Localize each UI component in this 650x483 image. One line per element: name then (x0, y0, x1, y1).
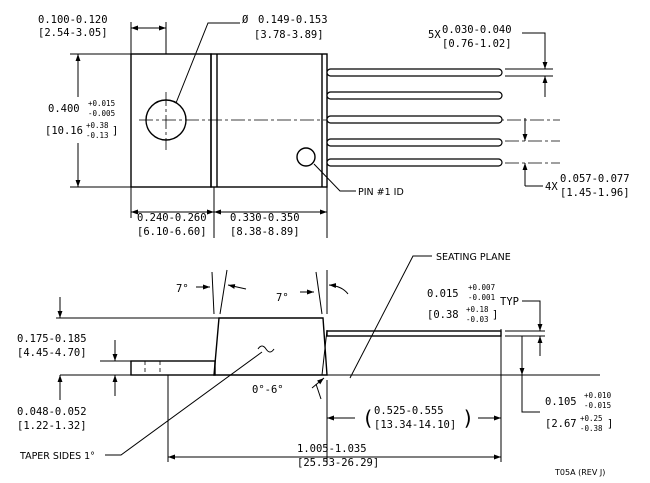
dim-height-inch: 0.400 (48, 103, 80, 115)
angle-ref-line (315, 271, 323, 315)
lead-2 (326, 91, 503, 100)
dim-height-tol-minus: -0.005 (88, 109, 115, 118)
leads-top (326, 68, 503, 167)
lead-3 (326, 115, 503, 124)
dim-lead-length-mm: [13.34-14.10] (374, 419, 456, 431)
dim-lead-length-inch: 0.525-0.555 (374, 405, 444, 417)
pin1-leader (313, 163, 356, 192)
side-body-edge (321, 329, 328, 376)
dim-lead-thk-mm-plus: +0.18 (466, 305, 489, 314)
dim-standoff-leader (521, 336, 540, 413)
hole-dia-mm: [3.78-3.89] (254, 29, 324, 41)
dim-tab-length-mm: [6.10-6.60] (137, 226, 207, 238)
taper-mark (257, 345, 275, 353)
lead-5 (326, 158, 503, 167)
angle-bottom-ref (315, 383, 322, 400)
dim-tab-thk-mm: [1.22-1.32] (17, 420, 87, 432)
dim-lead-thk-mm-close: ] (492, 309, 498, 321)
dim-height-mm-close: ] (112, 125, 118, 137)
dim-lead-pitch-qty: 4X (545, 181, 558, 193)
revision-label: T05A (REV J) (554, 468, 605, 477)
dim-height-mm: [10.16 (45, 125, 83, 137)
dim-lead-thk-inch: 0.015 (427, 288, 459, 300)
dim-standoff-mm-close: ] (607, 418, 613, 430)
dim-lead-thk-mm: [0.38 (427, 309, 459, 321)
dim-standoff-tol-minus: -0.015 (584, 401, 611, 410)
dim-height-mm-plus: +0.38 (86, 121, 109, 130)
hole-dia-leader (175, 22, 240, 104)
dim-overall-inch: 1.005-1.035 (297, 443, 367, 455)
seating-plane-leader (349, 255, 432, 379)
dim-tab-width-mm: [2.54-3.05] (38, 27, 108, 39)
hole-dia-inch: 0.149-0.153 (258, 14, 328, 26)
taper-leader (105, 351, 263, 456)
dim-standoff-inch: 0.105 (545, 396, 577, 408)
angle-bottom-label: 0°-6° (252, 384, 284, 396)
hole-dia-symbol: Ø (242, 14, 249, 26)
angle-bottom-arrow (311, 377, 325, 389)
lead-1 (326, 68, 503, 77)
dim-height-tol-plus: +0.015 (88, 99, 115, 108)
angle-right-arrow-b (328, 283, 349, 295)
dim-lead-length-close: ) (462, 406, 474, 430)
dim-lead-width-qty: 5X (428, 29, 441, 41)
dim-standoff-tol-plus: +0.010 (584, 391, 612, 400)
pin1-label: PIN #1 ID (358, 187, 404, 198)
dim-standoff-mm: [2.67 (545, 418, 577, 430)
package-body-outline (210, 53, 328, 188)
dim-body-length-inch: 0.330-0.350 (230, 212, 300, 224)
angle-ref-line (211, 271, 215, 315)
dim-lead-pitch-inch: 0.057-0.077 (560, 173, 630, 185)
side-lead (326, 330, 502, 337)
dim-tab-width-inch: 0.100-0.120 (38, 14, 108, 26)
dim-lead-thk-upper (522, 300, 543, 331)
side-body-outline (213, 317, 328, 376)
pin1-id-dimple (296, 147, 316, 167)
angle-right-label: 7° (276, 292, 289, 304)
dim-lead-thk-note: TYP (500, 296, 519, 308)
dim-lead-thk-tol-minus: -0.001 (468, 293, 495, 302)
angle-left-arrow-b (227, 284, 247, 290)
top-view: 0.100-0.120 [2.54-3.05] Ø 0.149-0.153 [3… (38, 14, 630, 238)
dim-standoff-mm-plus: +0.25 (580, 414, 603, 423)
dim-tab-length-inch: 0.240-0.260 (137, 212, 207, 224)
angle-left-label: 7° (176, 283, 189, 295)
dim-standoff-mm-minus: -0.38 (580, 424, 603, 433)
mounting-tab-outline (130, 53, 212, 188)
dim-lead-width-inch: 0.030-0.040 (442, 24, 512, 36)
dim-overall-mm: [25.53-26.29] (297, 457, 379, 469)
dim-lead-width-upper (522, 32, 548, 69)
lead-4 (326, 138, 503, 147)
taper-note: TAPER SIDES 1° (19, 451, 95, 462)
dim-body-length-mm: [8.38-8.89] (230, 226, 300, 238)
dim-lead-length-open: ( (362, 406, 374, 430)
seating-plane-label: SEATING PLANE (436, 252, 511, 263)
dim-lead-pitch-mm: [1.45-1.96] (560, 187, 630, 199)
dim-lead-width-mm: [0.76-1.02] (442, 38, 512, 50)
dim-body-height-mm: [4.45-4.70] (17, 347, 87, 359)
dim-body-height-inch: 0.175-0.185 (17, 333, 87, 345)
side-tab-outline (130, 360, 216, 376)
angle-ref-line (219, 269, 228, 315)
dim-height-mm-minus: -0.13 (86, 131, 109, 140)
dim-tab-thk-inch: 0.048-0.052 (17, 406, 87, 418)
dim-lead-thk-tol-plus: +0.007 (468, 283, 495, 292)
dim-lead-thk-mm-minus: -0.03 (466, 315, 489, 324)
side-view: SEATING PLANE 7° 7° 0.015 +0.007 -0.001 … (17, 252, 613, 477)
